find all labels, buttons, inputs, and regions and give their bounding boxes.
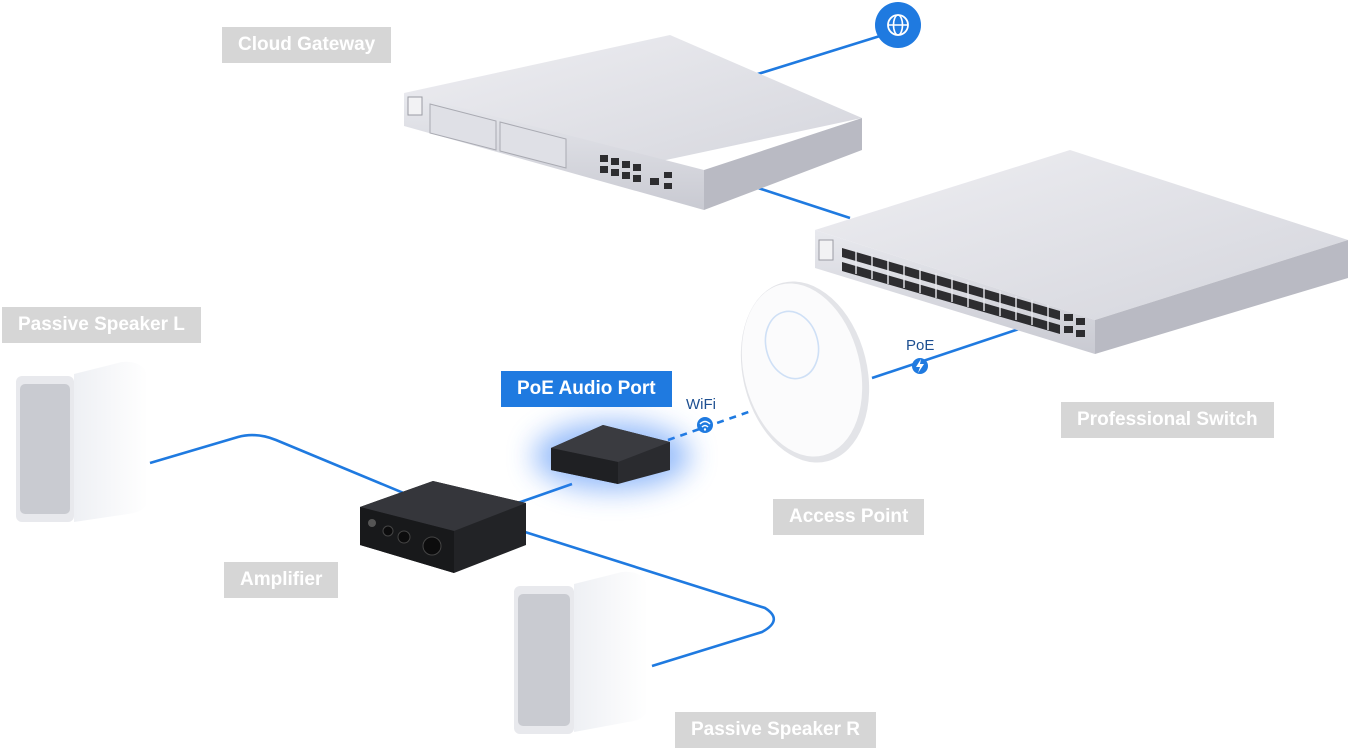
cable-gateway-internet bbox=[744, 34, 881, 80]
wifi-icon bbox=[697, 417, 713, 433]
globe-icon bbox=[875, 2, 921, 48]
amplifier-device bbox=[360, 481, 526, 573]
label-amplifier: Amplifier bbox=[224, 562, 339, 598]
label-access-point: Access Point bbox=[773, 499, 925, 535]
poe-audio-port-device bbox=[534, 422, 690, 490]
cable-audioport-amplifier bbox=[511, 482, 573, 507]
link-label-wifi: WiFi bbox=[686, 396, 716, 413]
cable-gateway-switch bbox=[751, 184, 851, 220]
cable-audioport-accesspoint-wifi bbox=[667, 406, 761, 442]
label-poe-audio-port: PoE Audio Port bbox=[501, 371, 672, 407]
lightning-icon bbox=[912, 358, 928, 374]
label-passive-speaker-l: Passive Speaker L bbox=[2, 307, 201, 343]
speaker-left-device bbox=[16, 361, 148, 522]
cable-speakerL-amplifier bbox=[149, 433, 431, 506]
cloud-gateway-device bbox=[404, 35, 862, 210]
label-cloud-gateway: Cloud Gateway bbox=[222, 27, 392, 63]
cables bbox=[149, 34, 1023, 668]
link-label-poe: PoE bbox=[906, 337, 935, 354]
professional-switch-device bbox=[815, 150, 1348, 354]
label-passive-speaker-r: Passive Speaker R bbox=[675, 712, 877, 748]
label-professional-switch: Professional Switch bbox=[1061, 402, 1274, 438]
cable-switch-accesspoint bbox=[871, 326, 1023, 380]
speaker-right-device bbox=[514, 571, 648, 734]
cable-amplifier-speakerR bbox=[524, 530, 776, 668]
access-point-device bbox=[740, 281, 870, 463]
